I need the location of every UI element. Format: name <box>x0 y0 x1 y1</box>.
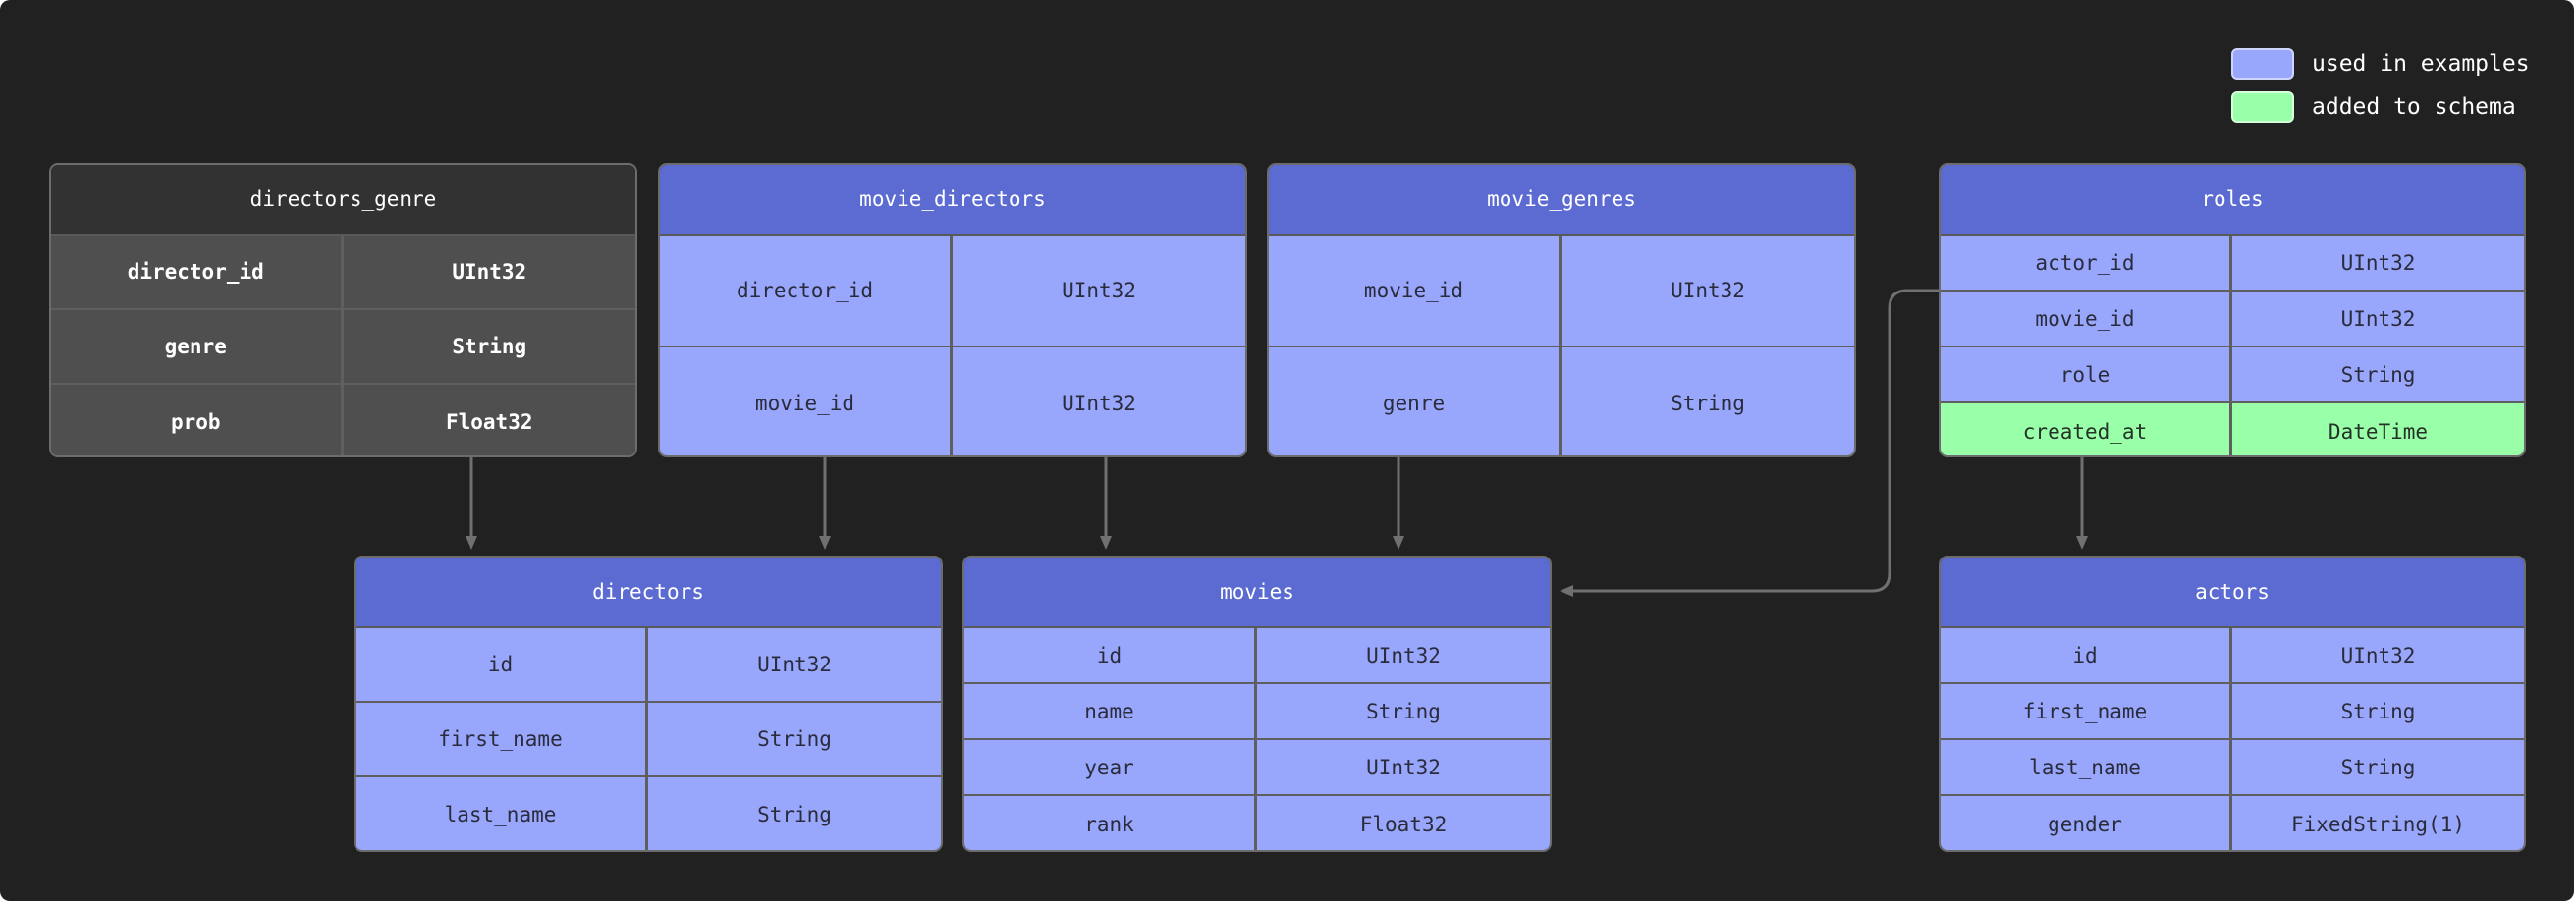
column-type: UInt32 <box>2232 292 2524 347</box>
column-type: Float32 <box>1257 796 1550 850</box>
table-movie-genres: movie_genres movie_id UInt32 genre Strin… <box>1267 163 1856 457</box>
table-directors: directors id UInt32 first_name String la… <box>354 556 943 852</box>
table-title: directors <box>356 558 941 628</box>
column-type: UInt32 <box>1257 628 1550 684</box>
column-name: year <box>964 740 1257 796</box>
column-name: role <box>1941 347 2232 403</box>
column-type-added: DateTime <box>2232 403 2524 455</box>
column-type: UInt32 <box>953 236 1245 347</box>
column-name: id <box>1941 628 2232 684</box>
column-type: UInt32 <box>648 628 941 703</box>
legend-swatch-green <box>2231 91 2294 123</box>
column-type: String <box>1257 684 1550 740</box>
column-type: String <box>2232 347 2524 403</box>
column-name: id <box>356 628 648 703</box>
column-type: Float32 <box>343 385 635 455</box>
column-name: director_id <box>51 236 344 310</box>
column-type: UInt32 <box>1257 740 1550 796</box>
table-title: actors <box>1941 558 2524 628</box>
table-directors-genre: directors_genre director_id UInt32 genre… <box>49 163 637 457</box>
column-name: gender <box>1941 796 2232 850</box>
table-roles: roles actor_id UInt32 movie_id UInt32 ro… <box>1939 163 2526 457</box>
column-name: genre <box>51 310 344 385</box>
table-title: movie_directors <box>660 165 1245 236</box>
table-movie-directors: movie_directors director_id UInt32 movie… <box>658 163 1247 457</box>
column-type: String <box>648 703 941 777</box>
column-name: actor_id <box>1941 236 2232 292</box>
column-name: name <box>964 684 1257 740</box>
legend-label: added to schema <box>2312 94 2516 120</box>
column-type: String <box>1562 347 1854 455</box>
column-name-added: created_at <box>1941 403 2232 455</box>
legend-item-added-to-schema: added to schema <box>2231 90 2530 124</box>
column-name: prob <box>51 385 344 455</box>
column-name: last_name <box>356 777 648 850</box>
legend-swatch-blue <box>2231 48 2294 80</box>
table-actors: actors id UInt32 first_name String last_… <box>1939 556 2526 852</box>
column-type: UInt32 <box>1562 236 1854 347</box>
column-name: last_name <box>1941 740 2232 796</box>
column-name: id <box>964 628 1257 684</box>
column-type: FixedString(1) <box>2232 796 2524 850</box>
column-type: String <box>2232 684 2524 740</box>
column-type: UInt32 <box>2232 628 2524 684</box>
table-movies: movies id UInt32 name String year UInt32… <box>962 556 1552 852</box>
column-name: first_name <box>1941 684 2232 740</box>
legend-label: used in examples <box>2312 51 2530 77</box>
column-name: first_name <box>356 703 648 777</box>
table-title: directors_genre <box>51 165 635 236</box>
legend-item-used-in-examples: used in examples <box>2231 47 2530 80</box>
column-name: movie_id <box>1269 236 1562 347</box>
column-type: String <box>648 777 941 850</box>
column-type: UInt32 <box>953 347 1245 455</box>
column-type: String <box>343 310 635 385</box>
column-name: genre <box>1269 347 1562 455</box>
table-title: roles <box>1941 165 2524 236</box>
column-name: movie_id <box>1941 292 2232 347</box>
column-name: rank <box>964 796 1257 850</box>
table-title: movie_genres <box>1269 165 1854 236</box>
column-type: UInt32 <box>343 236 635 310</box>
column-name: director_id <box>660 236 953 347</box>
column-type: String <box>2232 740 2524 796</box>
column-name: movie_id <box>660 347 953 455</box>
table-title: movies <box>964 558 1550 628</box>
legend: used in examples added to schema <box>2231 47 2530 133</box>
column-type: UInt32 <box>2232 236 2524 292</box>
